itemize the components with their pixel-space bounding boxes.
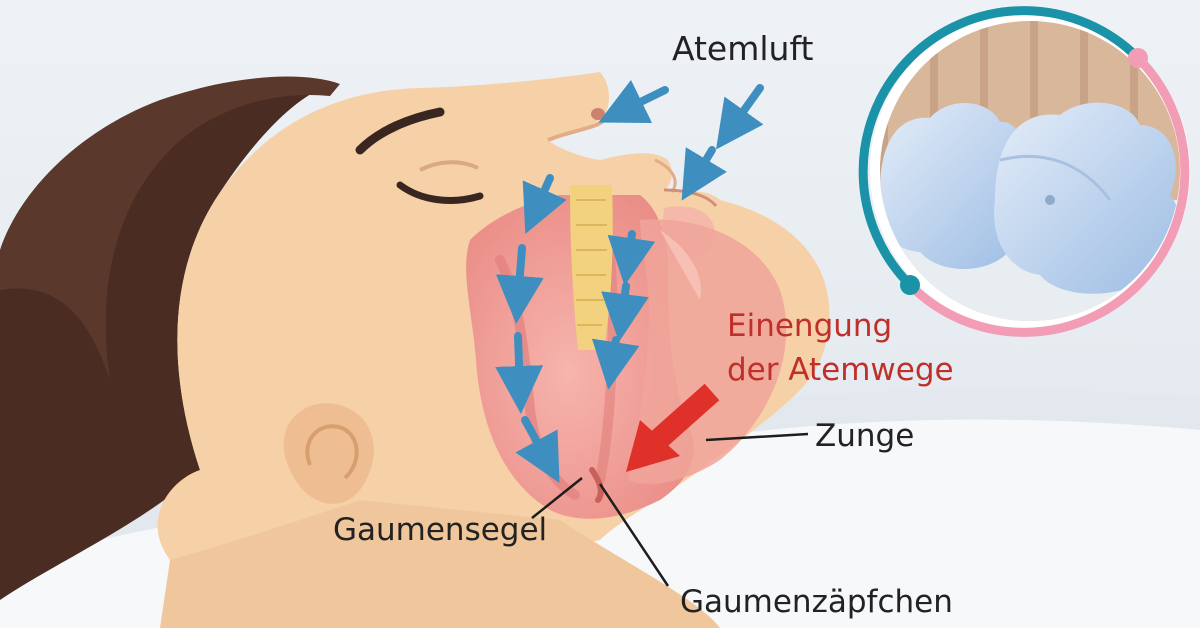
label-uvula: Gaumenzäpfchen xyxy=(680,584,953,620)
hair xyxy=(0,0,330,600)
label-narrowing-line2: der Atemwege xyxy=(727,352,954,388)
closed-eye xyxy=(396,181,484,204)
ear xyxy=(283,403,374,504)
soft-palate-leader-line xyxy=(531,477,583,519)
tongue-highlight xyxy=(660,230,701,300)
label-breath-air: Atemluft xyxy=(672,29,814,68)
label-soft-palate: Gaumensegel xyxy=(333,512,547,548)
airflow-arrow-1 xyxy=(598,79,669,124)
airflow-arrow-8 xyxy=(607,230,656,286)
eyelid xyxy=(419,160,479,172)
inset-ring-teal xyxy=(858,6,1143,290)
eyebrow xyxy=(355,107,445,155)
pillow-left xyxy=(880,103,1033,269)
pillow-button xyxy=(1045,195,1055,205)
uvula-leader-line xyxy=(598,483,670,587)
inset-ring-pink xyxy=(905,53,1190,337)
label-narrowing-line1: Einengung xyxy=(727,308,892,344)
neck xyxy=(160,500,720,628)
airflow-arrow-4 xyxy=(522,174,567,234)
pillow-seam xyxy=(999,154,1112,201)
airflow-arrows xyxy=(495,79,764,484)
hair-highlight xyxy=(0,76,340,380)
tongue-leader-line xyxy=(705,432,809,442)
airflow-arrow-9 xyxy=(601,282,649,342)
ring-dot-teal xyxy=(900,275,920,295)
ear-inner xyxy=(305,424,359,480)
ring-dot-pink xyxy=(1128,48,1148,68)
nostril xyxy=(591,108,605,120)
vertebrae-lines xyxy=(576,199,607,326)
airflow-arrow-7 xyxy=(515,416,560,484)
pillow-right xyxy=(994,102,1180,294)
airflow-arrow-3 xyxy=(681,146,727,201)
narrowing-arrow xyxy=(626,383,720,472)
label-tongue: Zunge xyxy=(815,418,914,454)
airflow-arrow-6 xyxy=(495,332,544,414)
airflow-arrow-5 xyxy=(495,244,544,324)
airflow-arrow-2 xyxy=(716,84,764,150)
airflow-arrow-10 xyxy=(591,336,640,390)
